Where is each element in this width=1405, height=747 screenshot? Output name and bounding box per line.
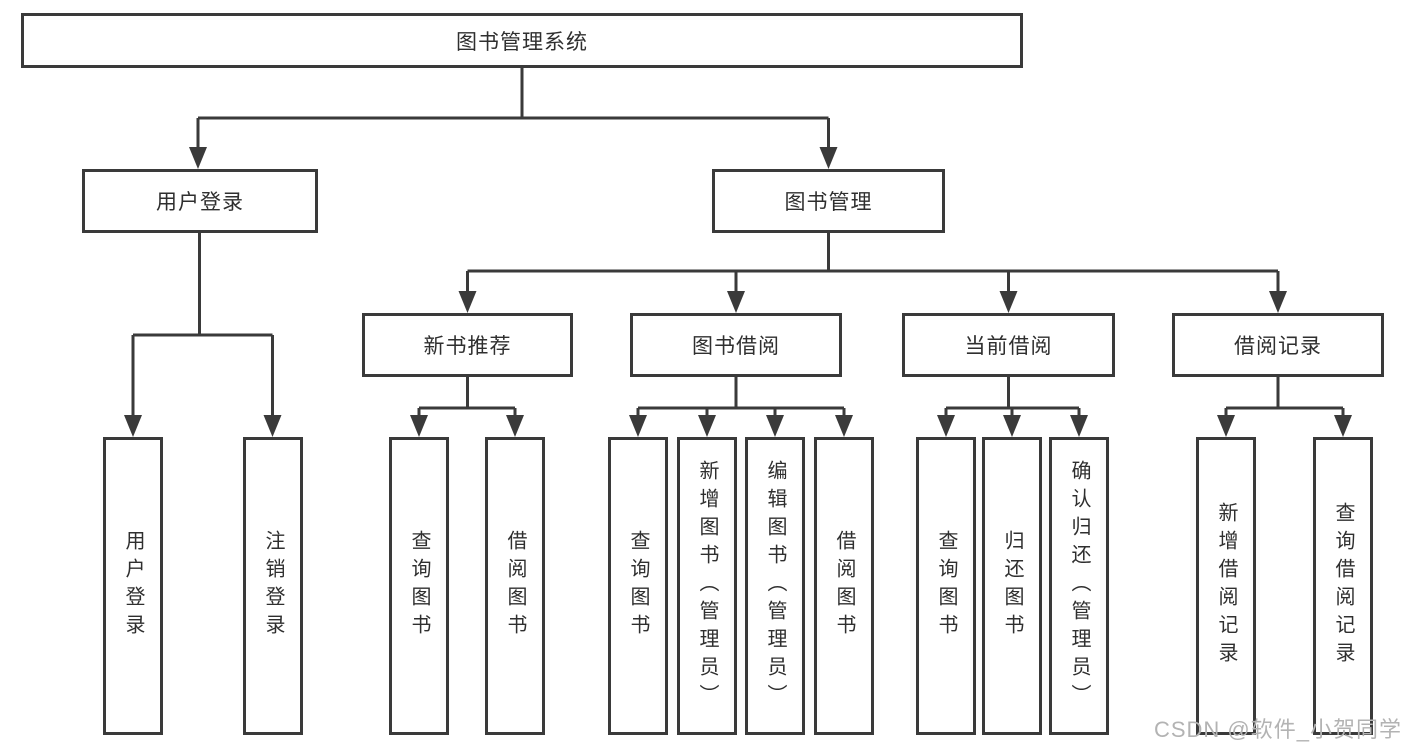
node-borrow-records: 借阅记录 — [1172, 313, 1384, 377]
leaf-edit-books-admin: 编辑图书（管理员） — [745, 437, 805, 735]
node-new-book-recommend: 新书推荐 — [362, 313, 573, 377]
leaf-edit-books-admin-label: 编辑图书（管理员） — [764, 460, 786, 712]
leaf-confirm-return-admin: 确认归还（管理员） — [1049, 437, 1109, 735]
node-root-label: 图书管理系统 — [456, 30, 588, 54]
leaf-return-books: 归还图书 — [982, 437, 1042, 735]
leaf-borrow-books-label: 借阅图书 — [833, 530, 855, 642]
connector-root-branch — [189, 68, 838, 169]
node-book-borrow: 图书借阅 — [630, 313, 842, 377]
node-user-login-label: 用户登录 — [156, 191, 244, 214]
connector-user-login-branch — [124, 233, 282, 437]
node-current-borrow-label: 当前借阅 — [964, 335, 1053, 358]
connector-current-borrow-branch — [937, 377, 1088, 437]
connector-book-borrow-branch — [629, 377, 853, 437]
leaf-user-login: 用户登录 — [103, 437, 163, 735]
leaf-query-borrow-record: 查询借阅记录 — [1313, 437, 1373, 735]
node-current-borrow: 当前借阅 — [902, 313, 1115, 377]
leaf-add-books-admin-label: 新增图书（管理员） — [696, 460, 718, 712]
node-root-library-system: 图书管理系统 — [21, 13, 1023, 68]
node-new-book-recommend-label: 新书推荐 — [423, 335, 512, 358]
leaf-query-borrow-record-label: 查询借阅记录 — [1332, 502, 1354, 670]
csdn-watermark: CSDN @软件_小贺同学 — [1153, 717, 1402, 742]
leaf-return-books-label: 归还图书 — [1001, 530, 1023, 642]
leaf-borrow-books-recommend-label: 借阅图书 — [504, 530, 526, 642]
leaf-user-login-label: 用户登录 — [122, 530, 144, 642]
connector-borrow-record-branch — [1217, 377, 1352, 437]
leaf-add-borrow-record-label: 新增借阅记录 — [1215, 502, 1237, 670]
connector-new-book-branch — [410, 377, 524, 437]
leaf-confirm-return-admin-label: 确认归还（管理员） — [1068, 460, 1090, 712]
leaf-query-books-borrow: 查询图书 — [608, 437, 668, 735]
leaf-logout-login-label: 注销登录 — [262, 530, 284, 642]
leaf-logout-login: 注销登录 — [243, 437, 303, 735]
leaf-query-books-borrow-label: 查询图书 — [627, 530, 649, 642]
connector-book-management-branch — [458, 233, 1287, 313]
leaf-query-books-current-label: 查询图书 — [935, 530, 957, 642]
leaf-add-borrow-record: 新增借阅记录 — [1196, 437, 1256, 735]
node-borrow-records-label: 借阅记录 — [1234, 335, 1322, 358]
leaf-borrow-books-recommend: 借阅图书 — [485, 437, 545, 735]
node-book-borrow-label: 图书借阅 — [692, 335, 780, 358]
leaf-add-books-admin: 新增图书（管理员） — [677, 437, 737, 735]
node-user-login: 用户登录 — [82, 169, 318, 233]
leaf-query-books-recommend-label: 查询图书 — [408, 530, 430, 642]
node-book-management: 图书管理 — [712, 169, 945, 233]
leaf-query-books-current: 查询图书 — [916, 437, 976, 735]
leaf-borrow-books: 借阅图书 — [814, 437, 874, 735]
leaf-query-books-recommend: 查询图书 — [389, 437, 449, 735]
node-book-management-label: 图书管理 — [784, 191, 873, 214]
